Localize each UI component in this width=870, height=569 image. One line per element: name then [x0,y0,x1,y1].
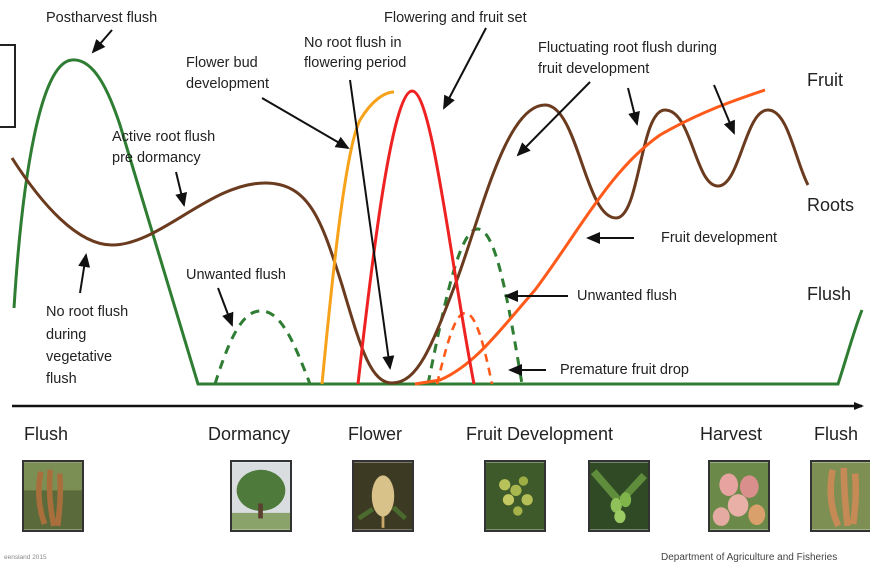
stage-label-harvest: Harvest [700,424,763,444]
flowering-curve [356,89,476,385]
flush-new-leaves-photo-icon [810,460,870,532]
arrow-no-root-flower [349,79,395,370]
label-no-root-flush-flowering-2: flowering period [304,55,407,71]
roots-curve [10,103,810,385]
label-fluctuating-1: Fluctuating root flush during [538,40,717,56]
arrow-active-root [175,171,188,207]
label-postharvest-flush: Postharvest flush [46,10,158,26]
footer-department: Department of Agriculture and Fisheries [661,552,838,563]
stage-label-fruit-development: Fruit Development [466,424,614,444]
label-flowering-fruit-set: Flowering and fruit set [384,10,527,26]
arrow-unwanted-left [217,287,234,327]
label-no-root-veg-3: vegetative [46,349,113,365]
stage-label-flush: Flush [24,424,69,444]
arrow-no-root-veg [78,253,91,294]
arrow-fluctuating-main [516,81,591,157]
side-label-flush: Flush [807,284,852,304]
stage-label-flower: Flower [348,424,403,444]
label-fluctuating-2: fruit development [538,61,650,77]
arrow-fluctuating-3 [713,84,735,135]
label-unwanted-flush-right: Unwanted flush [577,288,677,304]
arrow-postharvest [91,29,113,54]
side-label-fruit: Fruit [807,70,843,90]
label-active-root-2: pre dormancy [112,150,201,166]
fruit-set-photo-icon [484,460,546,532]
side-label-roots: Roots [807,195,855,215]
arrow-fluctuating-2 [627,87,640,126]
label-unwanted-flush-left: Unwanted flush [186,267,286,283]
footer-left-text: eensland 2015 [4,554,47,561]
label-no-root-veg-4: flush [46,371,77,387]
label-no-root-veg-2: during [46,327,87,343]
label-flower-bud-1: Flower bud [186,55,258,71]
stage-label-dormancy: Dormancy [208,424,291,444]
arrow-flowering-fruit-set [443,27,487,110]
unwanted-flush-left-curve [213,309,312,385]
dormancy-tree-photo-icon [230,460,292,532]
label-no-root-veg-1: No root flush [46,304,129,320]
flower-bud-curve [320,90,395,385]
label-premature-fruit-drop: Premature fruit drop [560,362,689,378]
flower-panicle-photo-icon [352,460,414,532]
label-active-root-1: Active root flush [112,129,216,145]
unwanted-flush-right-curve [426,227,524,385]
label-fruit-development: Fruit development [661,230,778,246]
label-flower-bud-2: development [186,76,270,92]
arrow-flower-bud [261,97,350,150]
fruit-development-photo-icon [588,460,650,532]
harvest-mango-photo-icon [708,460,770,532]
stage-label-flush-end: Flush [814,424,859,444]
premature-fruit-drop-curve [435,311,494,385]
slide-frame-edge [0,44,16,128]
flush-curve [12,58,864,386]
label-no-root-flush-flowering-1: No root flush in [304,35,402,51]
flush-photo-icon [22,460,84,532]
